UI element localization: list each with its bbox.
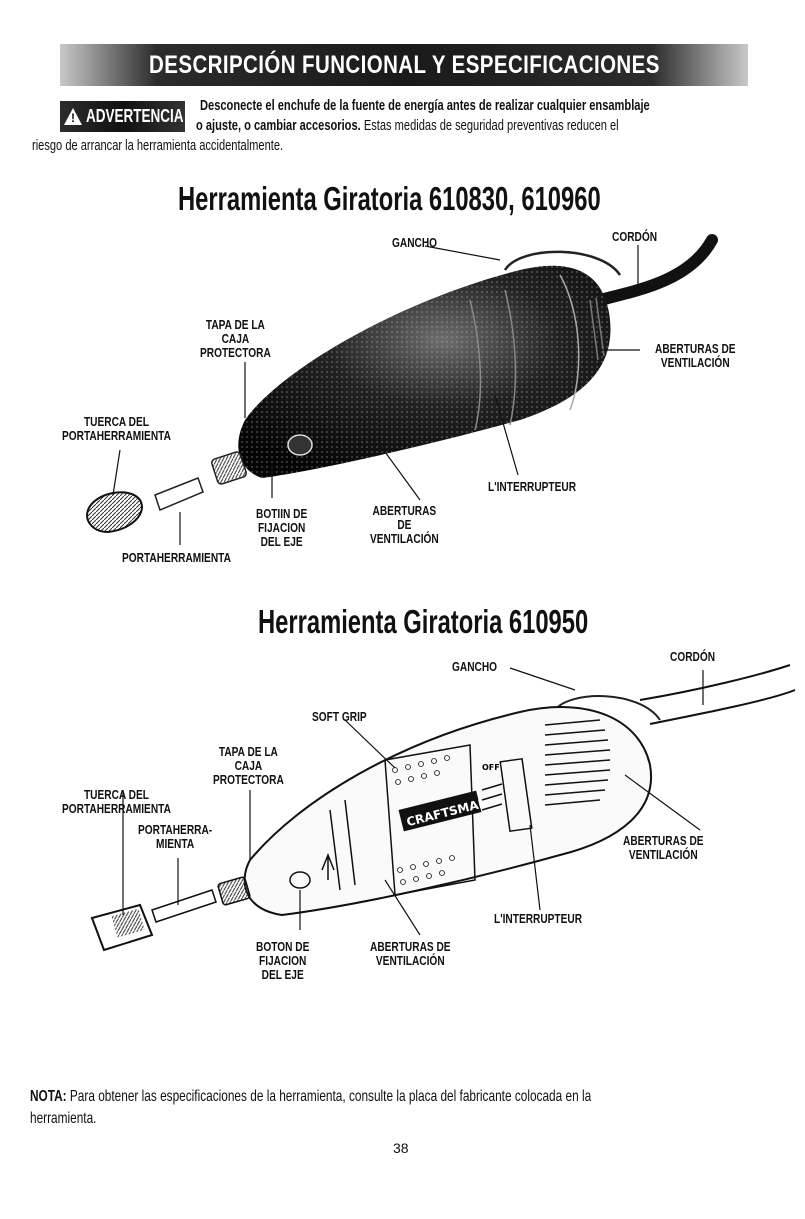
tool2-off-label: OFF [482,763,500,772]
warning-text-line2: o ajuste, o cambiar accesorios. Estas me… [196,117,619,134]
tool2-label-tuerca: TUERCA DEL PORTAHERRAMIENTA [62,787,171,816]
page-number: 38 [393,1140,409,1156]
note: NOTA: Para obtener las especificaciones … [30,1086,591,1130]
section-banner: DESCRIPCIÓN FUNCIONAL Y ESPECIFICACIONES [60,44,748,86]
tool1-label-tuerca: TUERCA DEL PORTAHERRAMIENTA [62,414,171,443]
tool1-label-aberturas-bottom: ABERTURAS DE VENTILACIÓN [370,503,439,546]
tool1-label-cordon: CORDÓN [612,229,658,244]
section-title: DESCRIPCIÓN FUNCIONAL Y ESPECIFICACIONES [148,50,660,79]
tool1-title: Herramienta Giratoria 610830, 610960 [178,180,601,217]
tool1-label-boton: BOTIIN DE FIJACION DEL EJE [256,506,308,549]
tool1-label-gancho: GANCHO [392,235,438,250]
tool2-label-interrupteur: L'INTERRUPTEUR [494,911,583,926]
tool2-label-tapa: TAPA DE LA CAJA PROTECTORA [213,744,284,787]
tool2-label-soft-grip: SOFT GRIP [312,709,367,724]
tool1-label-aberturas-right: ABERTURAS DE VENTILACIÓN [655,341,736,370]
tool2-label-cordon: CORDÓN [670,649,716,664]
tool2-label-aberturas-bottom: ABERTURAS DE VENTILACIÓN [370,939,451,968]
tool1-collet-nut [86,491,143,534]
tool2-switch [499,757,533,833]
tool2-label-aberturas-right: ABERTURAS DE VENTILACIÓN [623,833,704,862]
warning-text-line3: riesgo de arrancar la herramienta accide… [32,137,284,154]
tool2-title: Herramienta Giratoria 610950 [258,603,589,640]
warning-text-line1: Desconecte el enchufe de la fuente de en… [200,97,650,114]
warning-text-rest: Estas medidas de seguridad preventivas r… [360,117,619,134]
tool1-label-tapa: TAPA DE LA CAJA PROTECTORA [200,317,271,360]
warning-badge: ADVERTENCIA [60,101,185,132]
note-text-line1: Para obtener las especificaciones de la … [66,1088,592,1105]
tool1-label-portaherramienta: PORTAHERRAMIENTA [122,550,231,565]
tool2-label-boton: BOTON DE FIJACION DEL EJE [256,939,310,982]
warning-icon [64,108,82,125]
tool2-diagram: CRAFTSMAN OFF [90,664,796,952]
tool1-shaft [211,451,247,485]
note-label: NOTA: [30,1088,67,1105]
tool1-label-interrupteur: L'INTERRUPTEUR [488,479,577,494]
tool1-lock-button [287,434,313,456]
tool1-collet [154,477,204,512]
tool2-label-gancho: GANCHO [452,659,498,674]
warning-text-bold: o ajuste, o cambiar accesorios. [196,117,361,134]
note-text-line2: herramienta. [30,1110,97,1127]
warning-badge-label: ADVERTENCIA [86,106,184,126]
tool2-label-portaherra: PORTAHERRA- MIENTA [138,822,213,851]
tool1-cord [594,234,718,306]
tool1-hook [503,250,622,276]
